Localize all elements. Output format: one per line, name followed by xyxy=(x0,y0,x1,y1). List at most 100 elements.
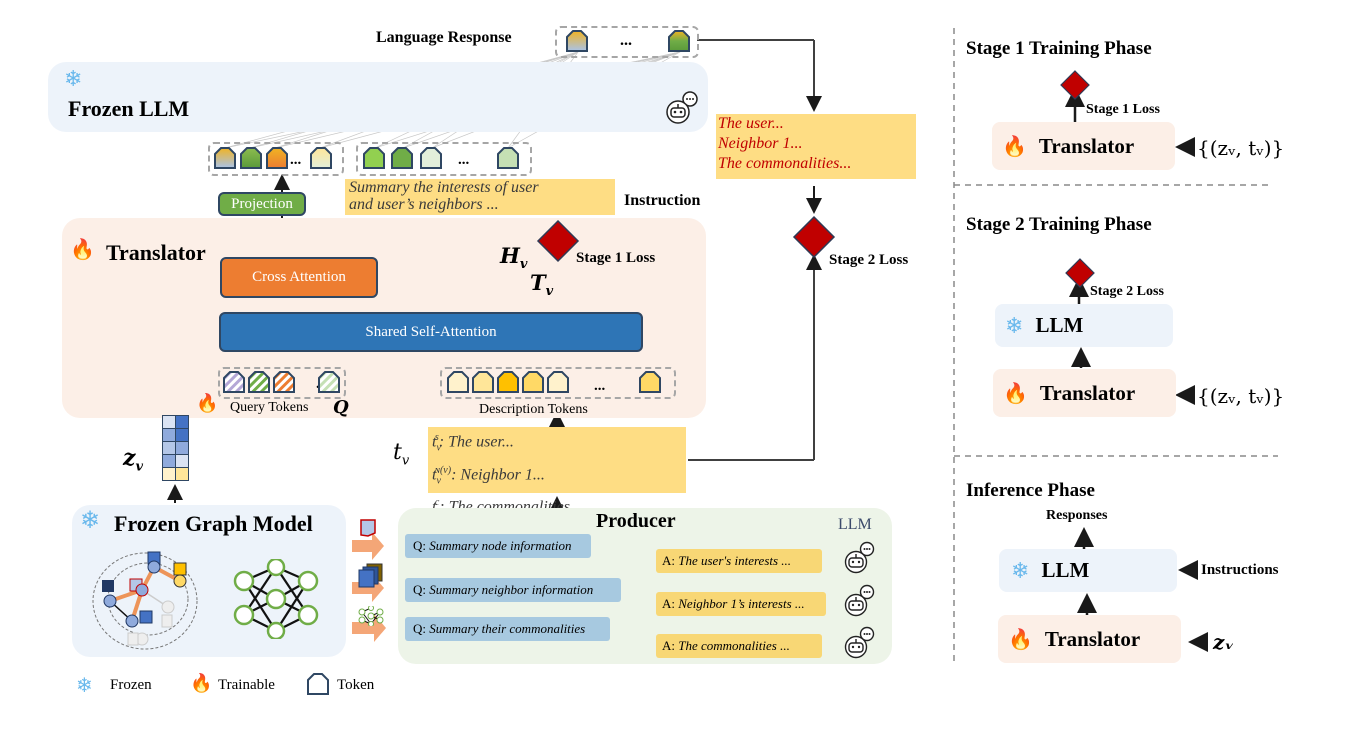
projected-token xyxy=(214,147,236,169)
description-tokens-label: Description Tokens xyxy=(479,402,588,417)
h-v-symbol: H xyxy=(500,243,520,268)
description-line: tvs: The user... xyxy=(432,432,514,454)
t-v-symbol: T xyxy=(530,270,546,295)
z-v-symbol: z xyxy=(123,445,136,471)
description-line: tvɴ(v): Neighbor 1... xyxy=(432,464,545,487)
fire-icon: 🔥 xyxy=(196,393,219,413)
instruction-label: Instruction xyxy=(624,192,701,209)
stage1-loss-label: Stage 1 Loss xyxy=(576,250,656,266)
legend-token-label: Token xyxy=(337,677,375,693)
fire-icon: 🔥 xyxy=(1003,382,1028,405)
description-token xyxy=(497,371,519,393)
stage2-translator-box: 🔥 Translator xyxy=(993,369,1176,417)
inference-instructions-label: Instructions xyxy=(1201,562,1279,578)
model-icon xyxy=(358,606,384,626)
stage1-phase-loss-label: Stage 1 Loss xyxy=(1086,102,1160,117)
a-prefix: A: xyxy=(662,638,675,653)
snowflake-icon: ❄ xyxy=(64,66,83,91)
description-token xyxy=(522,371,544,393)
target-line: The commonalities... xyxy=(718,155,852,172)
frozen-graph-model-panel: ❄ Frozen Graph Model xyxy=(72,505,346,657)
legend-snowflake-icon: ❄ xyxy=(76,675,93,697)
stage1-loss-diamond xyxy=(536,219,580,263)
t-v-symbol: t xyxy=(393,440,402,465)
stage2-llm-label: LLM xyxy=(1035,313,1084,337)
target-line: Neighbor 1... xyxy=(718,135,803,152)
projected-token xyxy=(240,147,262,169)
response-token xyxy=(566,30,588,52)
q-text: Summary their commonalities xyxy=(429,621,586,636)
description-token xyxy=(639,371,661,393)
producer-title: Producer xyxy=(596,510,676,532)
instruction-token xyxy=(363,147,385,169)
graph-illustration xyxy=(92,551,198,650)
target-text-note: The user... Neighbor 1... The commonalit… xyxy=(716,114,916,179)
q-prefix: Q: xyxy=(413,538,426,553)
legend-frozen-label: Frozen xyxy=(110,677,152,693)
robot-chat-icon xyxy=(844,626,875,659)
description-token xyxy=(447,371,469,393)
inference-translator-label: Translator xyxy=(1044,626,1141,651)
description-tokens-group xyxy=(440,367,676,399)
legend-trainable-label: Trainable xyxy=(218,677,275,693)
neural-network-icon xyxy=(233,559,319,639)
phase-separators xyxy=(953,28,1278,665)
stage2-phase-title: Stage 2 Training Phase xyxy=(966,214,1152,235)
frozen-graph-model-label: Frozen Graph Model xyxy=(114,511,313,536)
query-token xyxy=(248,371,270,393)
question-bubble: Q: Summary node information xyxy=(405,534,591,558)
embedding-cell xyxy=(162,467,176,481)
answer-bubble: A: Neighbor 1’s interests ... xyxy=(656,592,826,616)
inference-llm-label: LLM xyxy=(1041,558,1090,582)
snowflake-icon: ❄ xyxy=(1011,557,1030,583)
desc-superscript: ɴ(v) xyxy=(434,464,452,476)
frozen-llm-panel: ❄ Frozen LLM xyxy=(48,62,708,132)
query-token xyxy=(318,371,340,393)
a-prefix: A: xyxy=(662,596,675,611)
projected-token xyxy=(266,147,288,169)
response-token xyxy=(668,30,690,52)
question-bubble: Q: Summary their commonalities xyxy=(405,617,610,641)
q-text: Summary neighbor information xyxy=(429,582,594,597)
a-text: The commonalities ... xyxy=(678,638,790,653)
shared-self-attention-block: Shared Self-Attention xyxy=(219,312,643,352)
embedding-cell xyxy=(162,454,176,468)
ellipsis: ... xyxy=(290,152,302,168)
neighbors-icon xyxy=(358,563,383,588)
embedding-cell xyxy=(175,415,189,429)
stage2-translator-label: Translator xyxy=(1039,380,1136,405)
description-note: tvs: The user... tvɴ(v): Neighbor 1... t… xyxy=(428,427,686,519)
stage1-translator-box: 🔥 Translator xyxy=(992,122,1175,170)
stage2-phase-loss-label: Stage 2 Loss xyxy=(1090,284,1164,299)
legend-fire-icon: 🔥 xyxy=(190,673,213,693)
inference-input-label: zᵥ xyxy=(1213,630,1235,654)
t-v-label: tv xyxy=(393,440,409,468)
query-tokens-group xyxy=(218,367,346,399)
embedding-cell xyxy=(162,428,176,442)
fire-icon: 🔥 xyxy=(1002,135,1027,158)
robot-chat-icon xyxy=(844,541,875,574)
ellipsis: ... xyxy=(594,378,606,394)
cross-attention-block: Cross Attention xyxy=(220,257,378,298)
legend-token-icon xyxy=(307,673,329,695)
embedding-cell xyxy=(175,441,189,455)
ellipsis: ... xyxy=(458,152,470,168)
z-v-subscript: v xyxy=(135,459,144,475)
inference-llm-box: ❄ LLM xyxy=(999,549,1177,592)
frozen-llm-label: Frozen LLM xyxy=(68,96,190,121)
instruction-token xyxy=(497,147,519,169)
query-token xyxy=(273,371,295,393)
stage2-loss-label: Stage 2 Loss xyxy=(829,252,909,268)
desc-text: : The user... xyxy=(438,433,514,451)
embedding-cell xyxy=(175,428,189,442)
producer-llm-label: LLM xyxy=(838,516,872,533)
answer-bubble: A: The user's interests ... xyxy=(656,549,822,573)
stage1-translator-label: Translator xyxy=(1038,133,1135,158)
z-v-label: zv xyxy=(123,445,143,474)
a-text: The user's interests ... xyxy=(678,553,792,568)
h-v-subscript: v xyxy=(519,257,528,273)
embedding-cell xyxy=(162,415,176,429)
stage1-phase-title: Stage 1 Training Phase xyxy=(966,38,1152,59)
inference-translator-box: 🔥 Translator xyxy=(998,615,1181,663)
embedding-cell xyxy=(175,467,189,481)
